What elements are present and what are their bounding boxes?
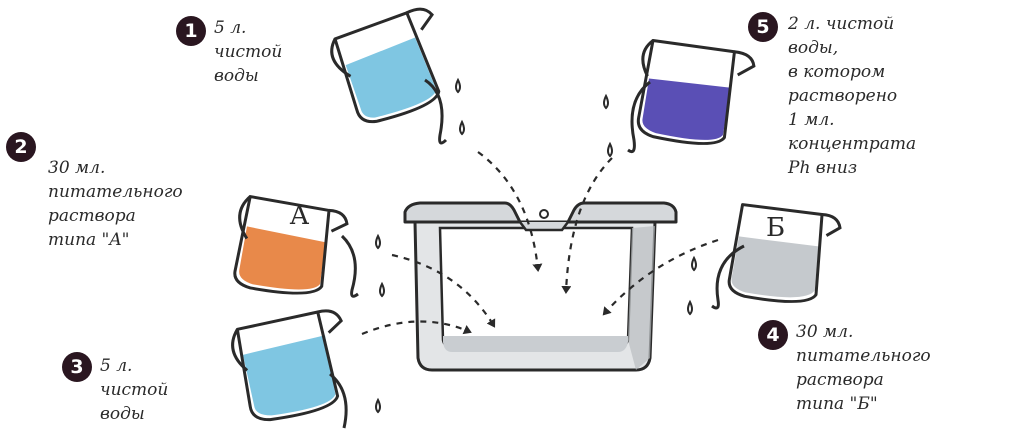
step-5-label: 2 л. чистой воды, в котором растворено 1… <box>788 12 916 180</box>
step-4-badge: 4 <box>758 320 788 350</box>
drops-step-2 <box>376 236 384 296</box>
jug-step-1 <box>326 6 454 128</box>
jug-letter-b-text: Б <box>766 213 785 243</box>
drops-step-1 <box>456 80 464 134</box>
reservoir-tank <box>405 203 676 370</box>
step-1-badge: 1 <box>176 16 206 46</box>
jug-letter-a-text: A <box>289 201 310 231</box>
jug-step-5 <box>627 33 756 154</box>
jug-step-2 <box>228 195 349 303</box>
stream-step-2 <box>342 236 358 296</box>
step-1-label: 5 л. чистой воды <box>214 16 282 88</box>
drops-step-5 <box>604 96 612 156</box>
step-2-badge: 2 <box>6 132 36 162</box>
drops-step-3 <box>376 400 380 412</box>
step-5-badge: 5 <box>748 12 778 42</box>
step-2-label: 30 мл. питательного раствора типа "A" <box>48 156 183 252</box>
step-4-label: 30 мл. питательного раствора типа "Б" <box>796 320 931 416</box>
drops-step-4 <box>688 258 696 314</box>
jug-step-3 <box>229 309 353 424</box>
step-3-label: 5 л. чистой воды <box>100 354 168 426</box>
step-3-badge: 3 <box>62 352 92 382</box>
